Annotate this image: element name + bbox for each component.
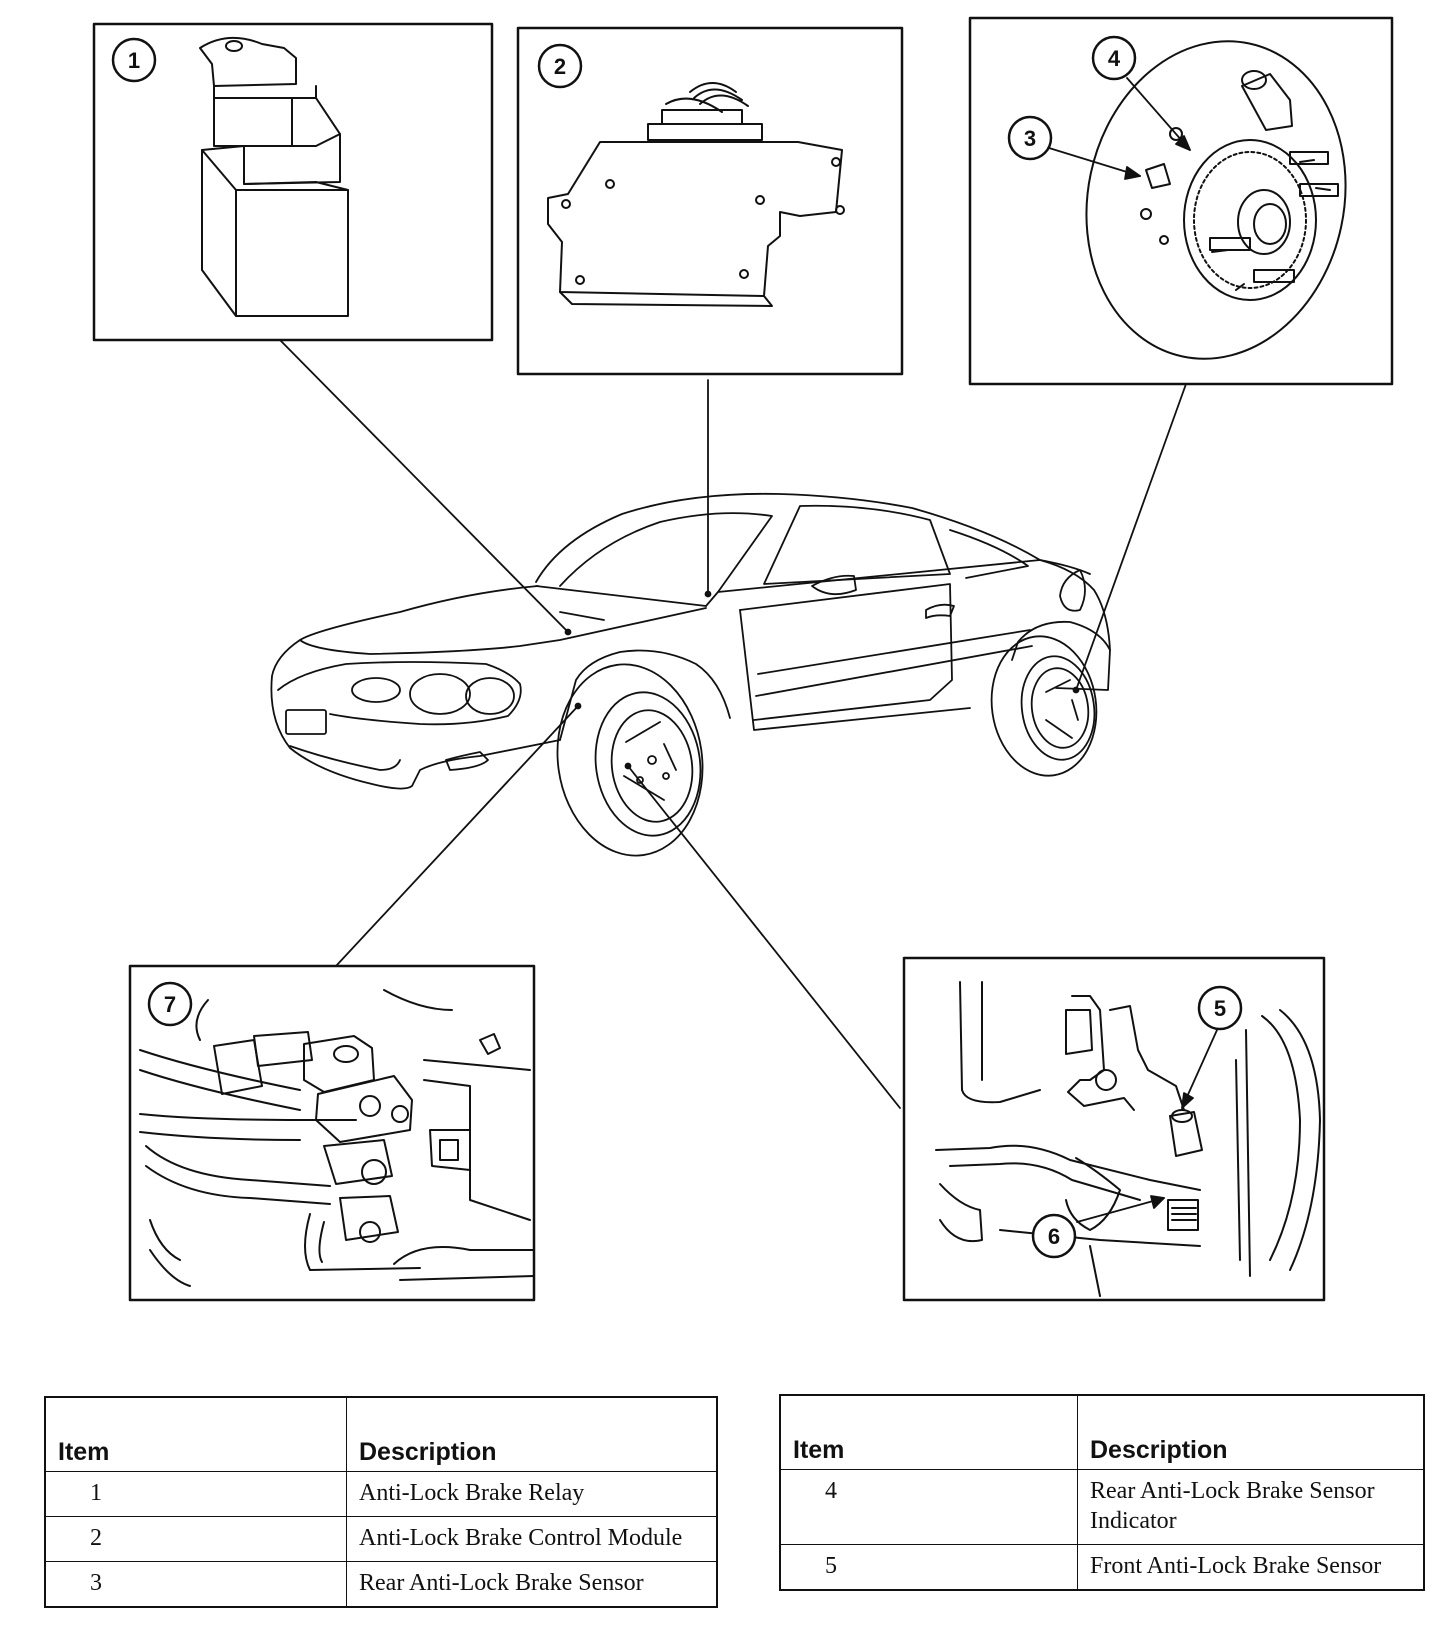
- callout-6-label: 6: [1048, 1224, 1060, 1249]
- callout-4: 4: [1091, 35, 1137, 81]
- table-header-row: Item Description: [779, 1394, 1425, 1470]
- item-number: 3: [44, 1561, 347, 1608]
- table-row: 5 Front Anti-Lock Brake Sensor: [779, 1544, 1425, 1591]
- description-column-header: Description: [1077, 1394, 1425, 1470]
- panel-rear-sensor: [968, 16, 1394, 386]
- leader-lines: [279, 339, 1187, 1109]
- table-row: 1 Anti-Lock Brake Relay: [44, 1471, 718, 1517]
- item-number: 5: [779, 1544, 1078, 1591]
- callout-5-label: 5: [1214, 996, 1226, 1021]
- table-row: 4 Rear Anti-Lock Brake Sensor Indicator: [779, 1469, 1425, 1545]
- item-description: Rear Anti-Lock Brake Sensor Indicator: [1077, 1469, 1425, 1545]
- description-column-header: Description: [346, 1396, 718, 1472]
- table-row: 3 Rear Anti-Lock Brake Sensor: [44, 1561, 718, 1608]
- callout-6: 6: [1031, 1213, 1077, 1259]
- panel-front-sensor: [902, 956, 1326, 1302]
- panel-relay: [92, 22, 494, 342]
- item-number: 4: [779, 1469, 1078, 1545]
- item-description: Rear Anti-Lock Brake Sensor: [346, 1561, 718, 1608]
- item-column-header: Item: [44, 1396, 347, 1472]
- table-header-row: Item Description: [44, 1396, 718, 1472]
- item-description: Anti-Lock Brake Control Module: [346, 1516, 718, 1562]
- callout-1: 1: [111, 37, 157, 83]
- item-description: Anti-Lock Brake Relay: [346, 1471, 718, 1517]
- callout-3-label: 3: [1024, 126, 1036, 151]
- callout-2: 2: [537, 43, 583, 89]
- item-number: 2: [44, 1516, 347, 1562]
- parts-table-left: Item Description 1 Anti-Lock Brake Relay…: [44, 1396, 718, 1608]
- parts-table-right: Item Description 4 Rear Anti-Lock Brake …: [779, 1394, 1425, 1591]
- callout-1-label: 1: [128, 48, 140, 73]
- callout-7: 7: [147, 981, 193, 1027]
- component-location-diagram: 1 2 3 4 5 6 7: [92, 16, 1394, 1302]
- panel-control-module: [516, 26, 904, 376]
- callout-arrows: [1048, 77, 1218, 1223]
- car-illustration: [270, 492, 1111, 857]
- item-description: Front Anti-Lock Brake Sensor: [1077, 1544, 1425, 1591]
- item-number: 1: [44, 1471, 347, 1517]
- item-column-header: Item: [779, 1394, 1078, 1470]
- callout-5: 5: [1197, 985, 1243, 1031]
- panel-hydraulic-unit: [128, 964, 536, 1302]
- callout-2-label: 2: [554, 54, 566, 79]
- callout-7-label: 7: [164, 992, 176, 1017]
- callout-4-label: 4: [1108, 46, 1121, 71]
- table-row: 2 Anti-Lock Brake Control Module: [44, 1516, 718, 1562]
- callout-3: 3: [1007, 115, 1053, 161]
